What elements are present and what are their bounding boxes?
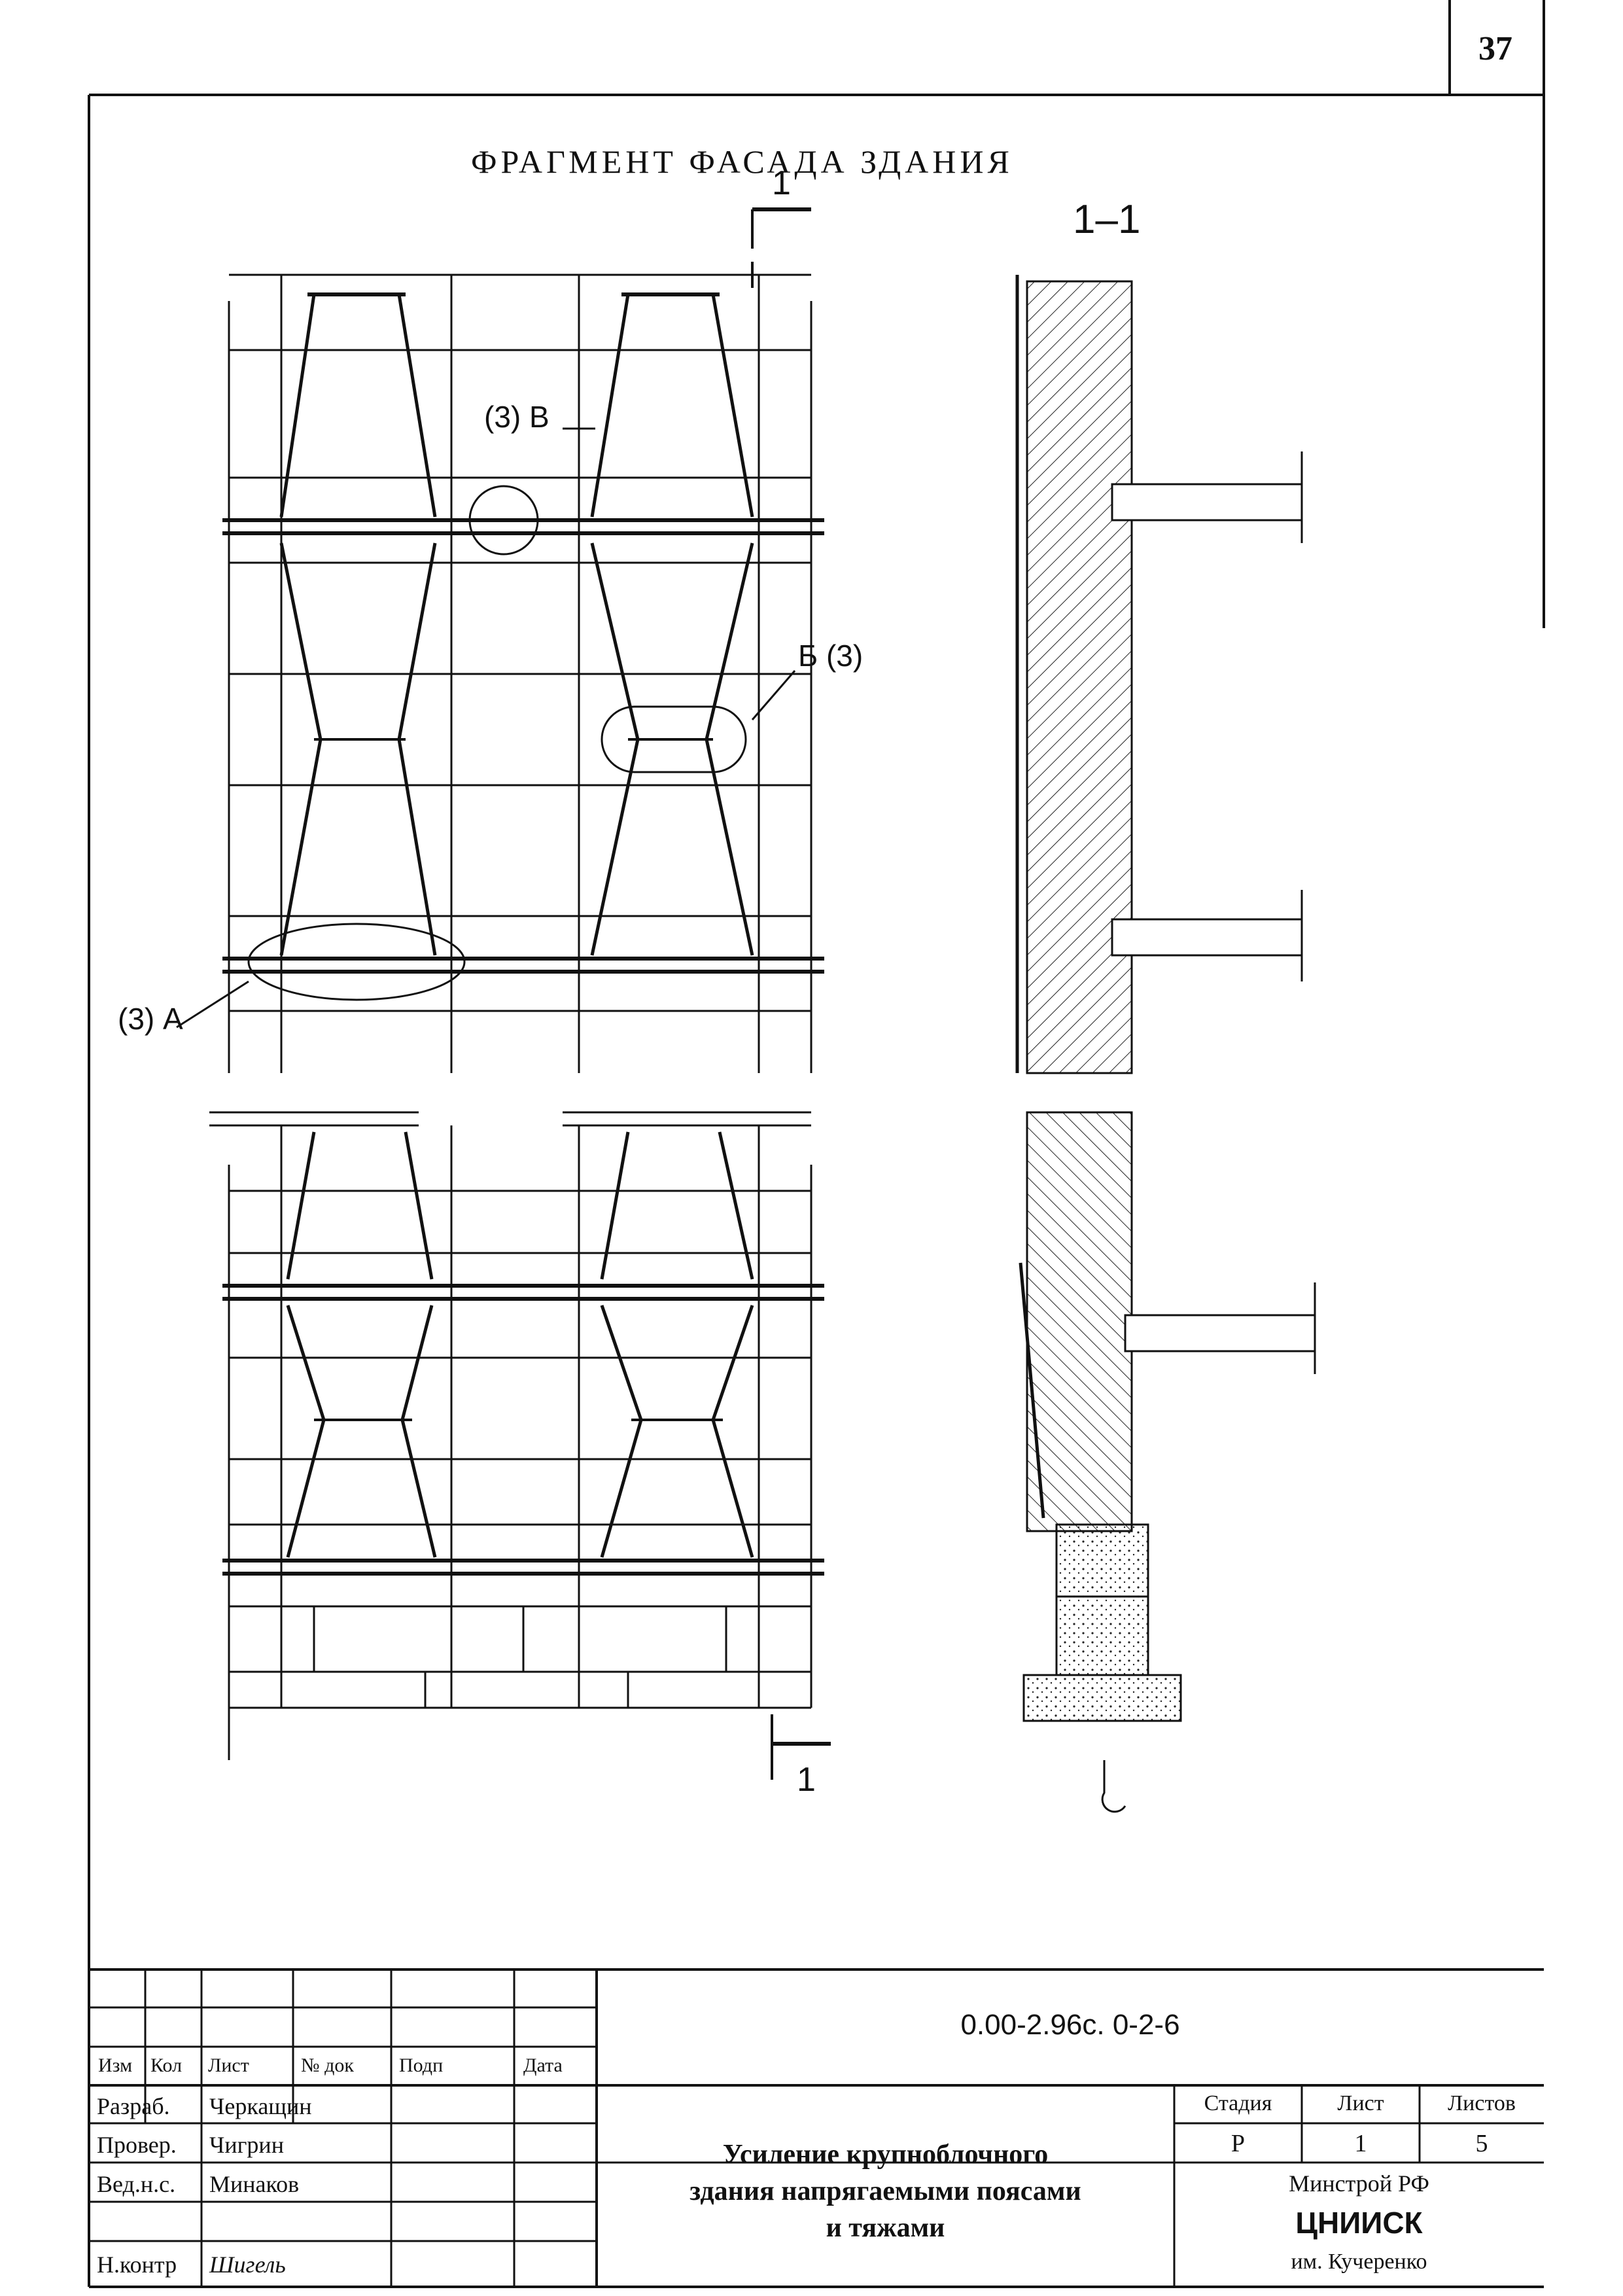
name-nkontr: Шигель bbox=[209, 2252, 286, 2278]
callout-a: (3) А bbox=[118, 1002, 183, 1036]
header-izm: Изм bbox=[98, 2055, 133, 2076]
drawing-title: ФРАГМЕНТ ФАСАДА ЗДАНИЯ bbox=[471, 143, 1013, 180]
work-title-line-2: здания напрягаемыми поясами bbox=[689, 2176, 1081, 2206]
cut-mark-bottom: 1 bbox=[797, 1761, 816, 1799]
sheet-header: Лист bbox=[1337, 2091, 1384, 2115]
header-data: Дата bbox=[523, 2055, 563, 2076]
name-razrab: Черкащин bbox=[209, 2093, 312, 2119]
section-label: 1–1 bbox=[1073, 197, 1141, 242]
role-prover: Провер. bbox=[97, 2132, 177, 2158]
title-block-grid bbox=[89, 1968, 1544, 2287]
page-number: 37 bbox=[1478, 29, 1512, 67]
header-ndok: № док bbox=[301, 2055, 354, 2076]
org-line-3: им. Кучеренко bbox=[1291, 2250, 1427, 2274]
role-nkontr: Н.контр bbox=[97, 2252, 177, 2278]
stage-value: Р bbox=[1230, 2130, 1246, 2157]
callout-b: Б (3) bbox=[798, 639, 864, 673]
sheet-frame bbox=[88, 0, 1545, 2288]
section-1-1 bbox=[1015, 275, 1316, 1813]
name-ved: Минаков bbox=[209, 2171, 300, 2197]
stage-header: Стадия bbox=[1204, 2091, 1272, 2115]
role-razrab: Разраб. bbox=[97, 2093, 170, 2119]
header-list: Лист bbox=[208, 2055, 249, 2076]
work-title: Усиление крупноблочного здания напрягаем… bbox=[597, 2136, 1174, 2246]
org-line-2: ЦНИИСК bbox=[1295, 2206, 1423, 2240]
name-prover: Чигрин bbox=[209, 2132, 284, 2158]
cut-mark-top: 1 bbox=[772, 164, 791, 202]
facade-upper bbox=[176, 207, 824, 1114]
header-kol: Кол bbox=[150, 2055, 183, 2076]
sheets-header: Листов bbox=[1448, 2091, 1516, 2115]
org-line-1: Минстрой РФ bbox=[1289, 2170, 1429, 2197]
work-title-line-1: Усиление крупноблочного bbox=[722, 2140, 1049, 2170]
document-designation: 0.00-2.96с. 0-2-6 bbox=[960, 2009, 1180, 2041]
sheets-value: 5 bbox=[1475, 2130, 1488, 2157]
sheet-value: 1 bbox=[1354, 2130, 1367, 2157]
facade-lower bbox=[209, 1124, 831, 1780]
header-podp: Подп bbox=[399, 2055, 444, 2076]
callout-v: (3) В bbox=[484, 400, 550, 434]
role-ved: Вед.н.с. bbox=[97, 2171, 176, 2197]
work-title-line-3: и тяжами bbox=[826, 2213, 945, 2243]
